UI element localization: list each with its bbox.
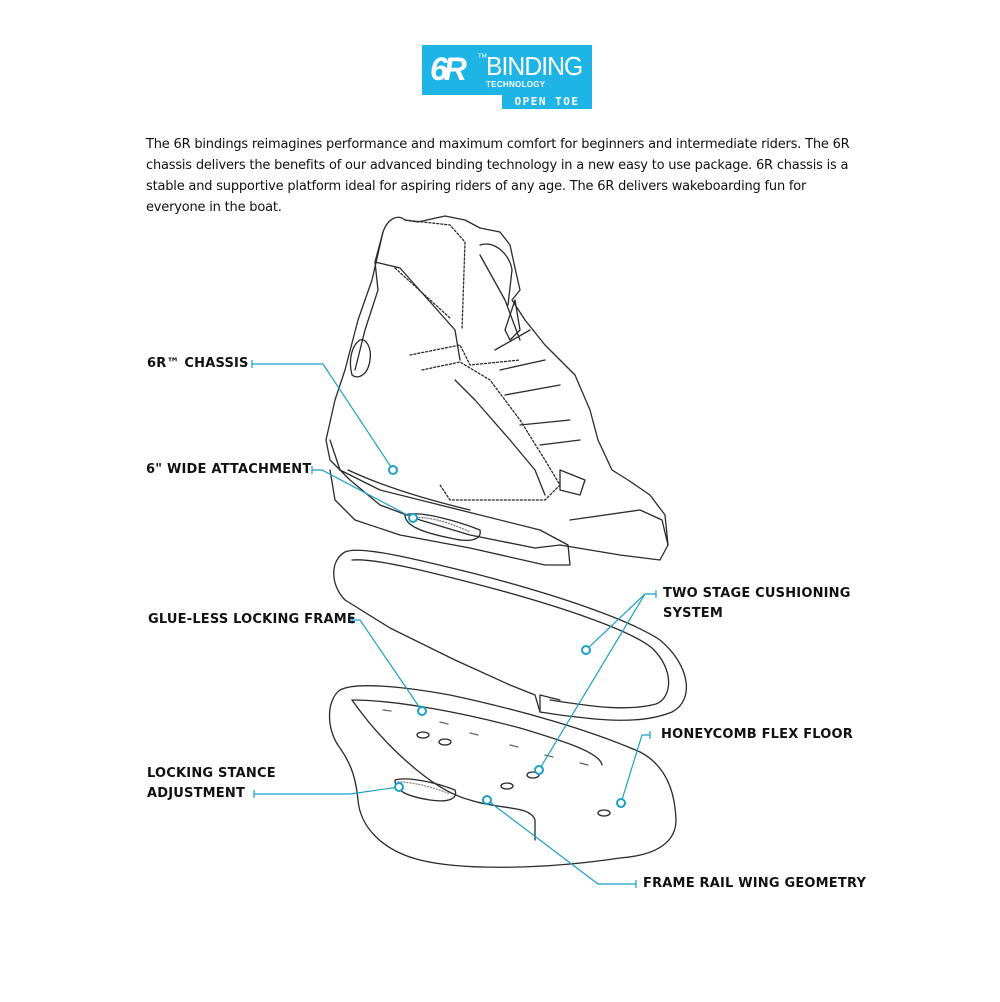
logo-mark: 6R <box>430 51 467 87</box>
label-frame-rail-wing-geometry: FRAME RAIL WING GEOMETRY <box>643 876 867 891</box>
leader-cushioning <box>538 590 657 771</box>
logo-word: BINDING <box>486 51 583 81</box>
logo-open-toe-tab: OPEN TOE <box>502 95 592 109</box>
cushion-insole-icon <box>333 549 687 721</box>
product-description: The 6R bindings reimagines performance a… <box>146 137 850 215</box>
dot-honeycomb <box>616 798 626 808</box>
logo-subtitle: TECHNOLOGY <box>486 80 546 89</box>
label-glue-less-locking-frame: GLUE-LESS LOCKING FRAME <box>148 612 356 627</box>
label-chassis: 6R™ CHASSIS <box>147 356 249 371</box>
dot-cushioning-bottom <box>534 765 544 775</box>
boot-icon <box>325 215 669 566</box>
label-honeycomb-flex-floor: HONEYCOMB FLEX FLOOR <box>661 727 854 742</box>
leader-chassis <box>251 360 394 471</box>
leader-locking-frame <box>351 616 423 712</box>
label-wide-attachment: 6" WIDE ATTACHMENT <box>146 462 312 477</box>
label-locking-stance-line1: LOCKING STANCE <box>147 766 276 781</box>
leader-frame-rail <box>486 799 637 888</box>
label-cushioning-line1: TWO STAGE CUSHIONING <box>663 586 851 601</box>
dot-chassis <box>388 465 398 475</box>
label-locking-stance-line2: ADJUSTMENT <box>147 786 246 801</box>
logo-trademark: TM <box>478 53 487 60</box>
label-cushioning-line2: SYSTEM <box>663 606 724 621</box>
dot-stance <box>394 782 404 792</box>
frame-footbed-icon <box>328 685 677 868</box>
dot-frame-rail <box>482 795 492 805</box>
leader-stance <box>253 786 400 798</box>
leader-honeycomb <box>620 731 651 804</box>
dot-attachment <box>408 513 418 523</box>
brand-logo: 6R TM BINDING TECHNOLOGY <box>422 45 592 95</box>
callout-dots <box>388 465 626 808</box>
leader-attachment <box>311 466 414 519</box>
dot-cushioning-top <box>581 645 591 655</box>
dot-locking-frame <box>417 706 427 716</box>
callout-leaders <box>251 360 657 888</box>
